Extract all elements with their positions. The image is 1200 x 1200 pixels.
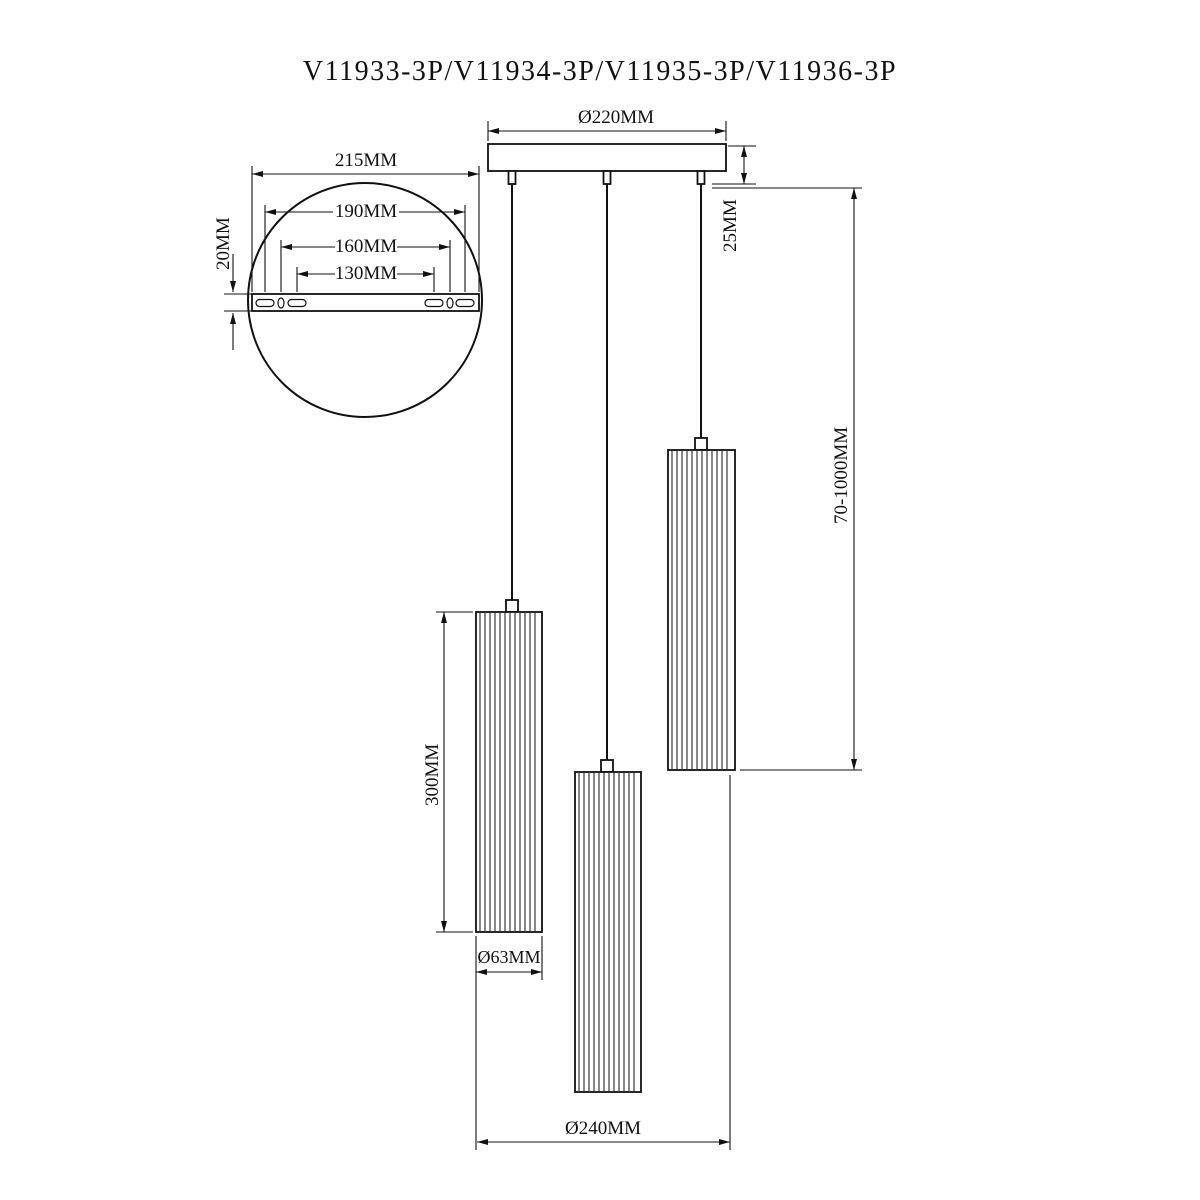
dimension-arrowhead bbox=[230, 281, 236, 292]
dimension-labels: Ø220MM 25MM 70-1000MM 215MM 190MM 160MM … bbox=[213, 107, 852, 1139]
dim-label-overall-diameter: Ø240MM bbox=[565, 1118, 641, 1139]
pendant-lamp bbox=[475, 143, 736, 1093]
shade-holder bbox=[694, 437, 708, 451]
dimension-arrowhead bbox=[488, 128, 499, 134]
dimension-arrowhead bbox=[715, 128, 726, 134]
dimension-arrowhead bbox=[477, 1139, 488, 1145]
dim-label-shade-height: 300MM bbox=[422, 744, 443, 806]
dim-label-shade-diameter: Ø63MM bbox=[477, 947, 540, 967]
dimension-arrowhead bbox=[468, 171, 479, 177]
dimension-arrowhead bbox=[439, 244, 450, 250]
mounting-plate-detail bbox=[247, 182, 483, 418]
product-codes-title: V11933-3P/V11934-3P/V11935-3P/V11936-3P bbox=[303, 56, 897, 87]
dim-label-hole-spacing-outer: 190MM bbox=[335, 201, 397, 222]
dimension-arrowhead bbox=[441, 612, 447, 623]
label-background bbox=[333, 203, 399, 220]
shade-holder bbox=[505, 599, 519, 613]
dimension-arrowhead bbox=[423, 271, 434, 277]
dim-label-canopy-height: 25MM bbox=[720, 199, 741, 252]
detail-circle bbox=[247, 182, 483, 418]
pendant-shade-middle bbox=[574, 771, 642, 1093]
mounting-hole bbox=[277, 297, 285, 309]
dimension-arrowhead bbox=[476, 969, 487, 975]
dim-label-hole-spacing-middle: 160MM bbox=[335, 236, 397, 257]
dim-label-canopy-diameter: Ø220MM bbox=[578, 107, 654, 128]
dimension-arrowhead bbox=[265, 209, 276, 215]
shade-holder bbox=[600, 759, 614, 773]
dimension-lines-group bbox=[230, 128, 857, 1145]
dimension-arrowhead bbox=[441, 921, 447, 932]
label-background bbox=[335, 265, 397, 282]
dimension-arrowhead bbox=[454, 209, 465, 215]
dimension-arrowhead bbox=[851, 188, 857, 199]
dimension-arrowhead bbox=[741, 173, 747, 184]
ceiling-canopy bbox=[487, 143, 727, 172]
dimension-arrowhead bbox=[297, 271, 308, 277]
cord-connector bbox=[602, 170, 612, 185]
cord-connector bbox=[696, 170, 706, 185]
label-backgrounds bbox=[333, 203, 399, 282]
dimension-arrowhead bbox=[851, 759, 857, 770]
dim-label-hole-spacing-inner: 130MM bbox=[335, 263, 397, 284]
dim-label-suspension-length: 70-1000MM bbox=[831, 427, 852, 524]
dimension-arrowhead bbox=[281, 244, 292, 250]
mounting-slot bbox=[287, 298, 307, 308]
extension-lines-group bbox=[224, 121, 862, 1150]
dimension-arrowhead bbox=[741, 146, 747, 157]
dimension-arrowhead bbox=[252, 171, 263, 177]
dim-label-plate-height: 20MM bbox=[213, 217, 234, 270]
pendant-shade-left bbox=[475, 611, 543, 933]
dimension-arrowhead bbox=[230, 313, 236, 324]
cord-connector bbox=[507, 170, 517, 185]
mounting-hole bbox=[446, 297, 454, 309]
dim-label-plate-width: 215MM bbox=[335, 150, 397, 171]
mounting-slot bbox=[424, 298, 444, 308]
dimension-arrowhead bbox=[719, 1139, 730, 1145]
dimension-arrowhead bbox=[531, 969, 542, 975]
mounting-plate-profile bbox=[251, 293, 480, 312]
mounting-slot bbox=[255, 298, 275, 308]
mounting-slot bbox=[455, 298, 475, 308]
label-background bbox=[335, 238, 397, 255]
